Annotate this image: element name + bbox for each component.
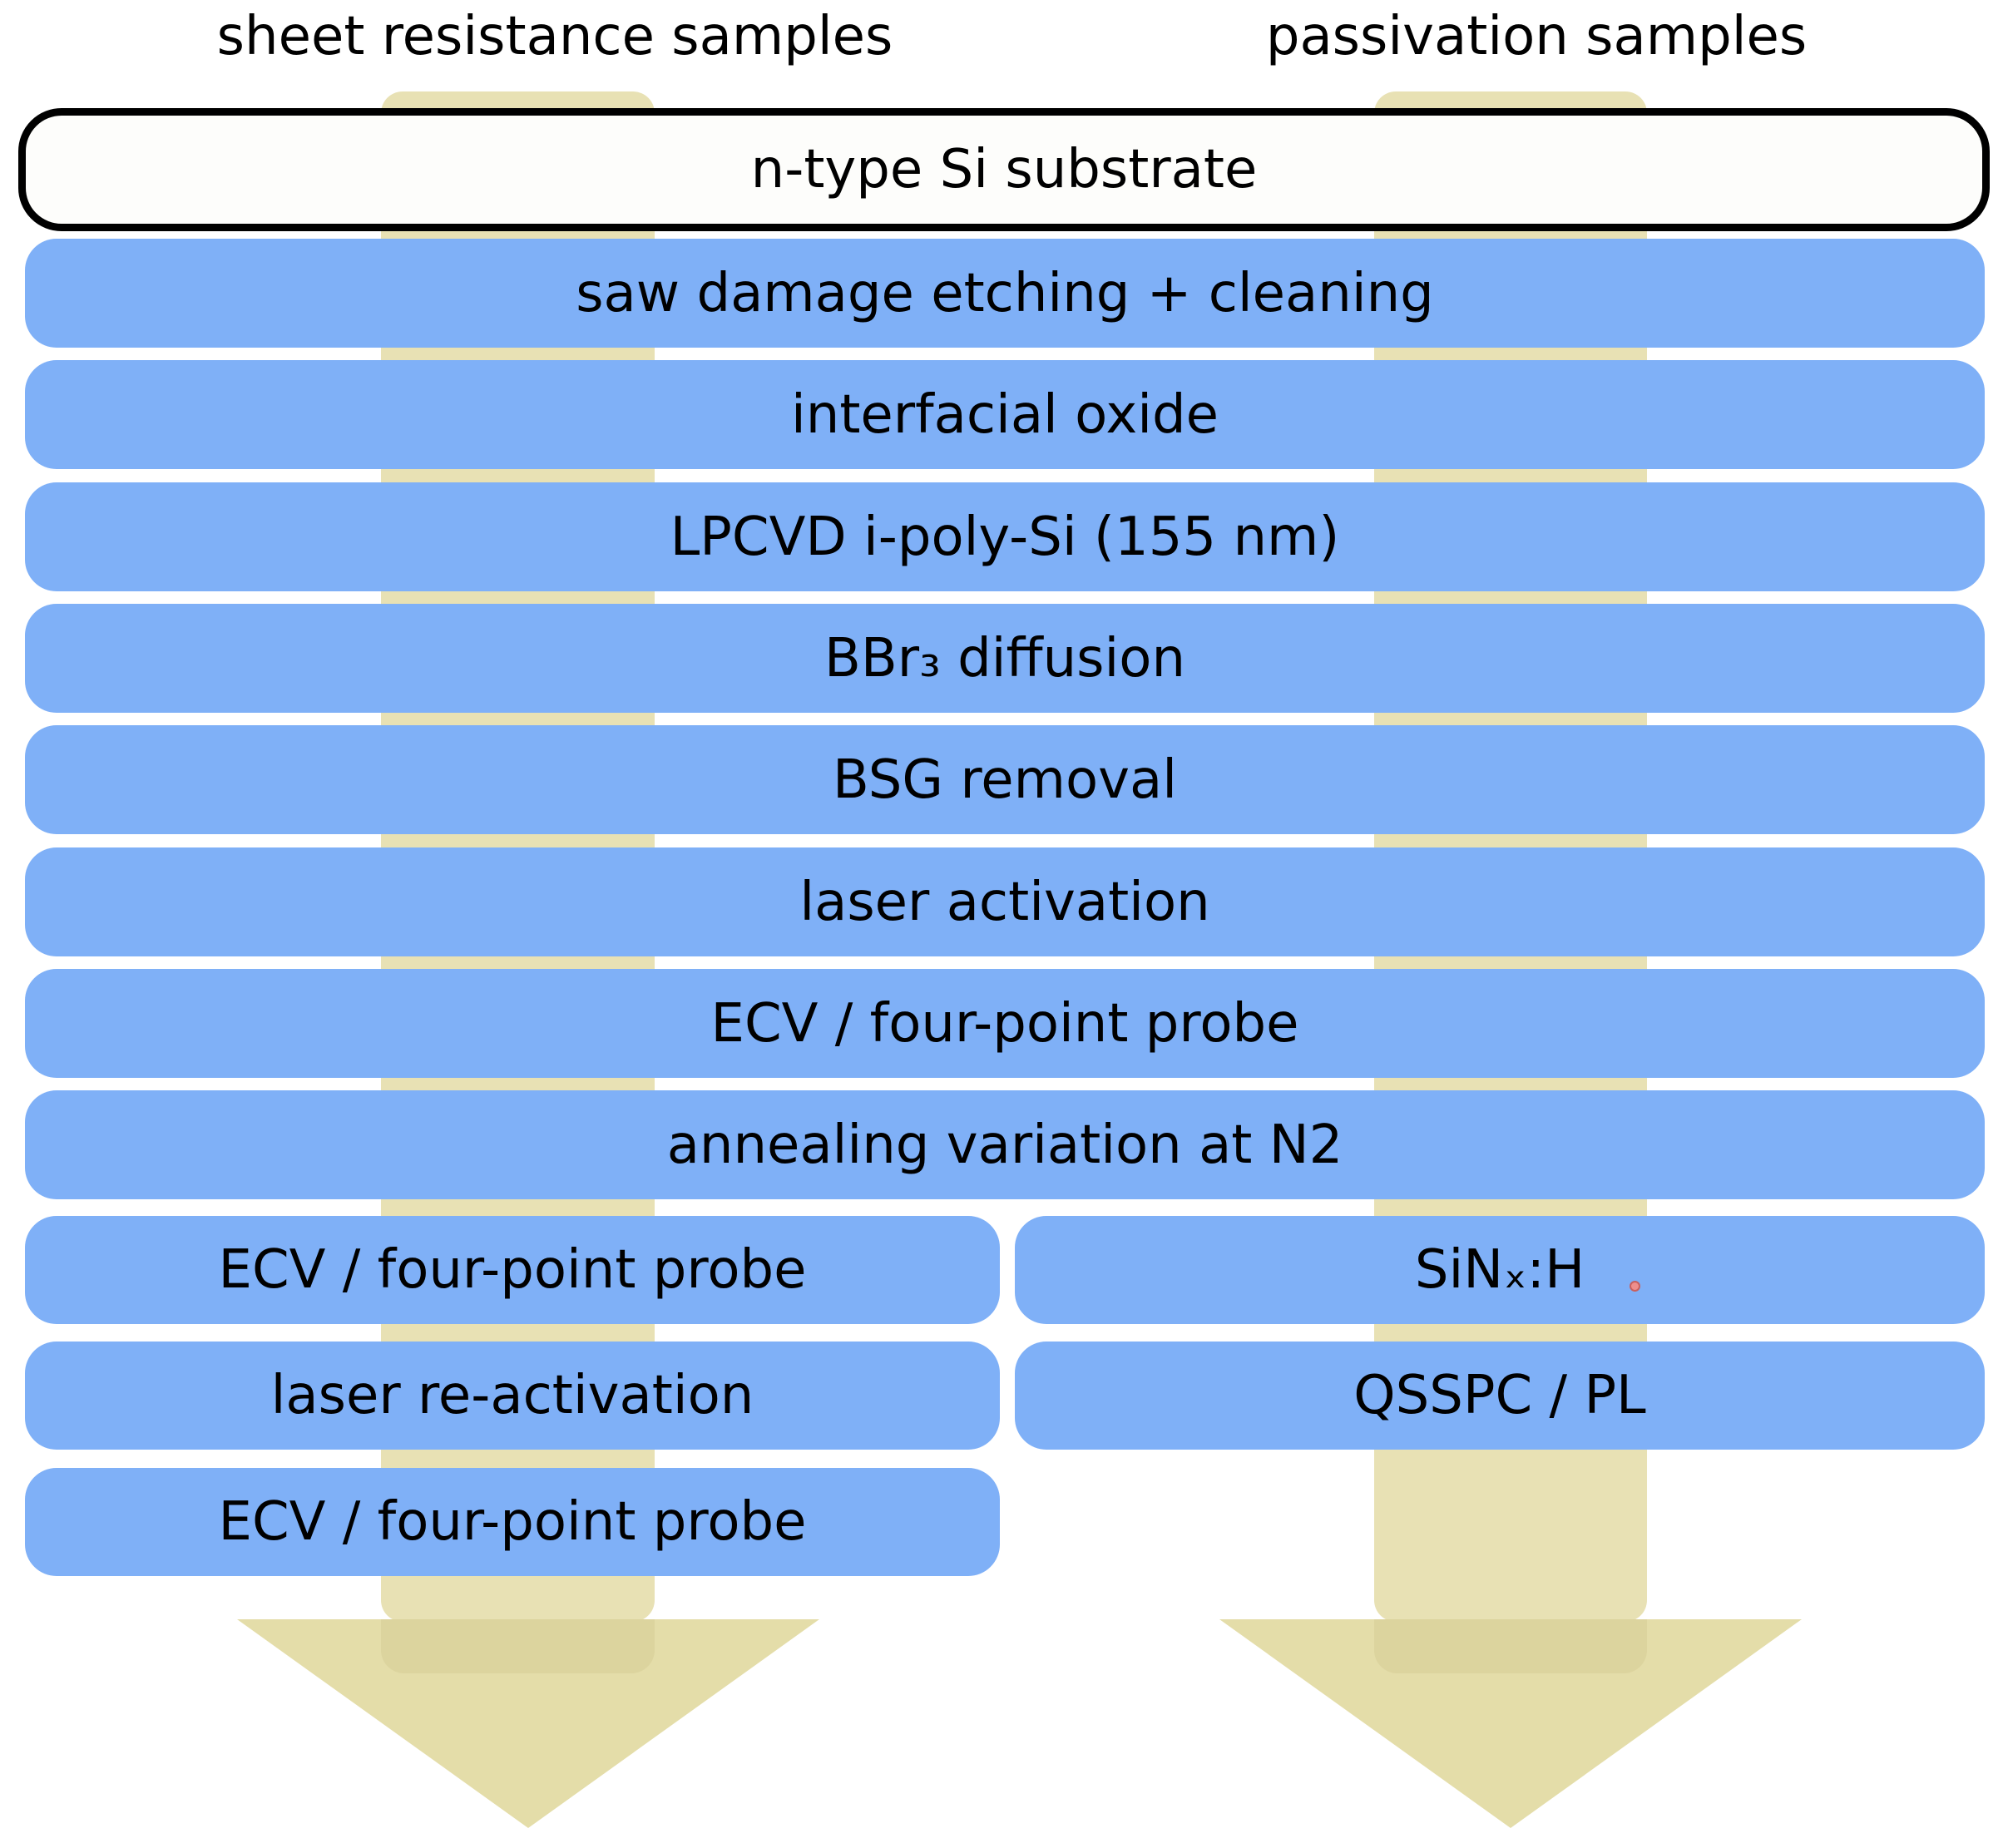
step-box-saw-damage-etching: saw damage etching + cleaning [25, 239, 1985, 348]
down-arrow-left-overlap [381, 1619, 655, 1673]
step-box-left-ecv-probe-2: ECV / four-point probe [25, 1468, 1000, 1576]
step-box-bsg-removal: BSG removal [25, 725, 1985, 834]
step-box-bbr3-diffusion: BBr₃ diffusion [25, 604, 1985, 713]
down-arrow-left-head [237, 1619, 819, 1828]
step-box-ecv-four-point-probe: ECV / four-point probe [25, 969, 1985, 1078]
step-box-interfacial-oxide: interfacial oxide [25, 360, 1985, 469]
step-box-left-ecv-probe-1: ECV / four-point probe [25, 1216, 1000, 1324]
down-arrow-right-overlap [1374, 1619, 1647, 1673]
column-header-passivation: passivation samples [1265, 6, 1808, 67]
substrate-box: n-type Si substrate [18, 108, 1990, 231]
step-box-lpcvd-poly-si: LPCVD i-poly-Si (155 nm) [25, 482, 1985, 591]
column-header-sheet-resistance: sheet resistance samples [216, 6, 893, 67]
step-box-laser-activation: laser activation [25, 847, 1985, 956]
step-box-laser-re-activation: laser re-activation [25, 1342, 1000, 1450]
step-box-sinx-h: SiNₓ:H [1015, 1216, 1985, 1324]
down-arrow-right [1219, 91, 1802, 1828]
down-arrow-right-head [1219, 1619, 1802, 1828]
step-box-qsspc-pl: QSSPC / PL [1015, 1342, 1985, 1450]
step-box-annealing-variation: annealing variation at N2 [25, 1090, 1985, 1199]
red-dot-marker [1630, 1281, 1640, 1292]
